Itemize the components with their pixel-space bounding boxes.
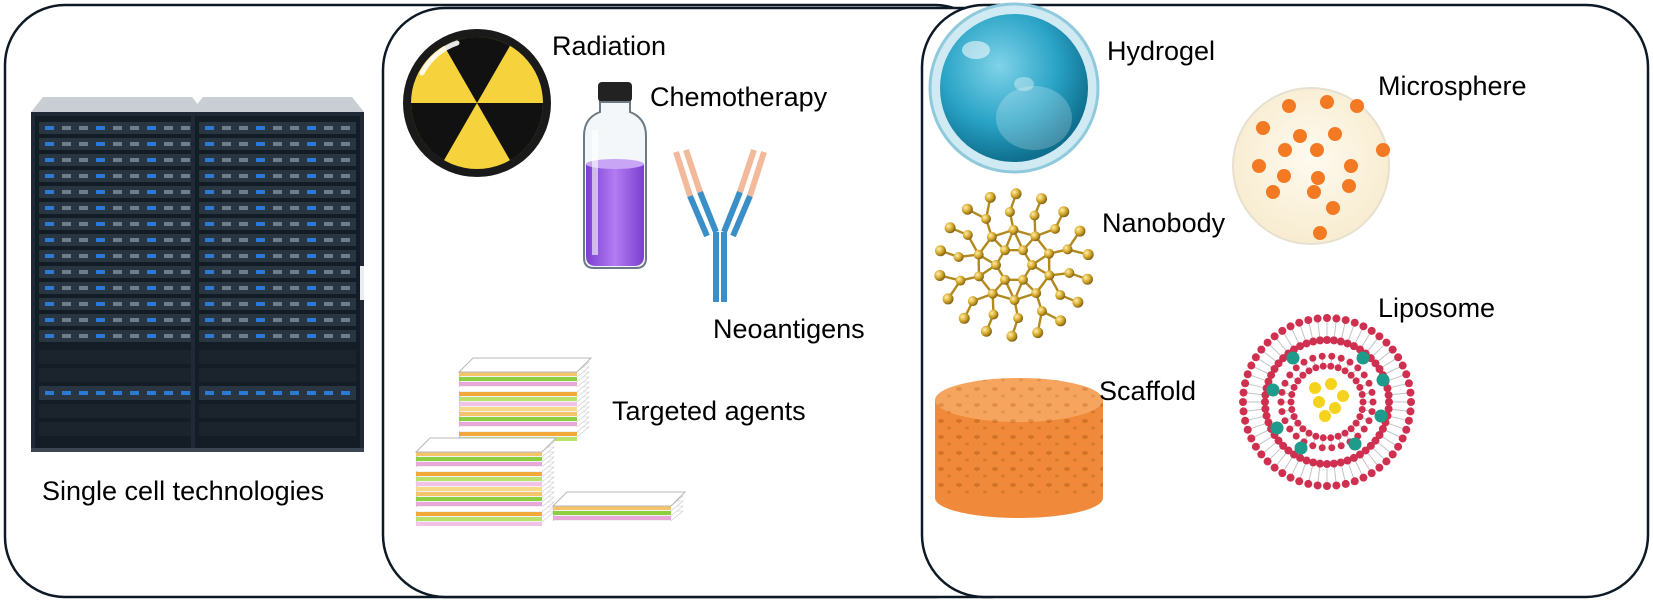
label-scaffold: Scaffold xyxy=(1099,376,1196,406)
label-hydrogel: Hydrogel xyxy=(1107,36,1215,66)
scaffold-icon xyxy=(935,378,1103,518)
label-targeted-agents: Targeted agents xyxy=(612,396,806,426)
label-chemotherapy: Chemotherapy xyxy=(650,82,828,112)
hydrogel-icon xyxy=(928,2,1100,174)
fullerene-icon xyxy=(934,188,1094,342)
panel-right xyxy=(920,3,1650,599)
label-nanobody: Nanobody xyxy=(1102,208,1226,238)
label-microsphere: Microsphere xyxy=(1378,71,1527,101)
antibody-icon xyxy=(673,149,767,302)
document-stack-icon xyxy=(414,357,687,526)
label-neoantigens: Neoantigens xyxy=(713,314,865,344)
liposome-icon xyxy=(1239,314,1415,490)
label-radiation: Radiation xyxy=(552,31,666,61)
microsphere-icon xyxy=(1232,87,1390,245)
server-rack-icon xyxy=(31,97,364,452)
radiation-icon xyxy=(403,29,551,177)
label-liposome: Liposome xyxy=(1378,293,1495,323)
label-single-cell-technologies: Single cell technologies xyxy=(42,476,324,506)
vial-icon xyxy=(583,82,647,269)
